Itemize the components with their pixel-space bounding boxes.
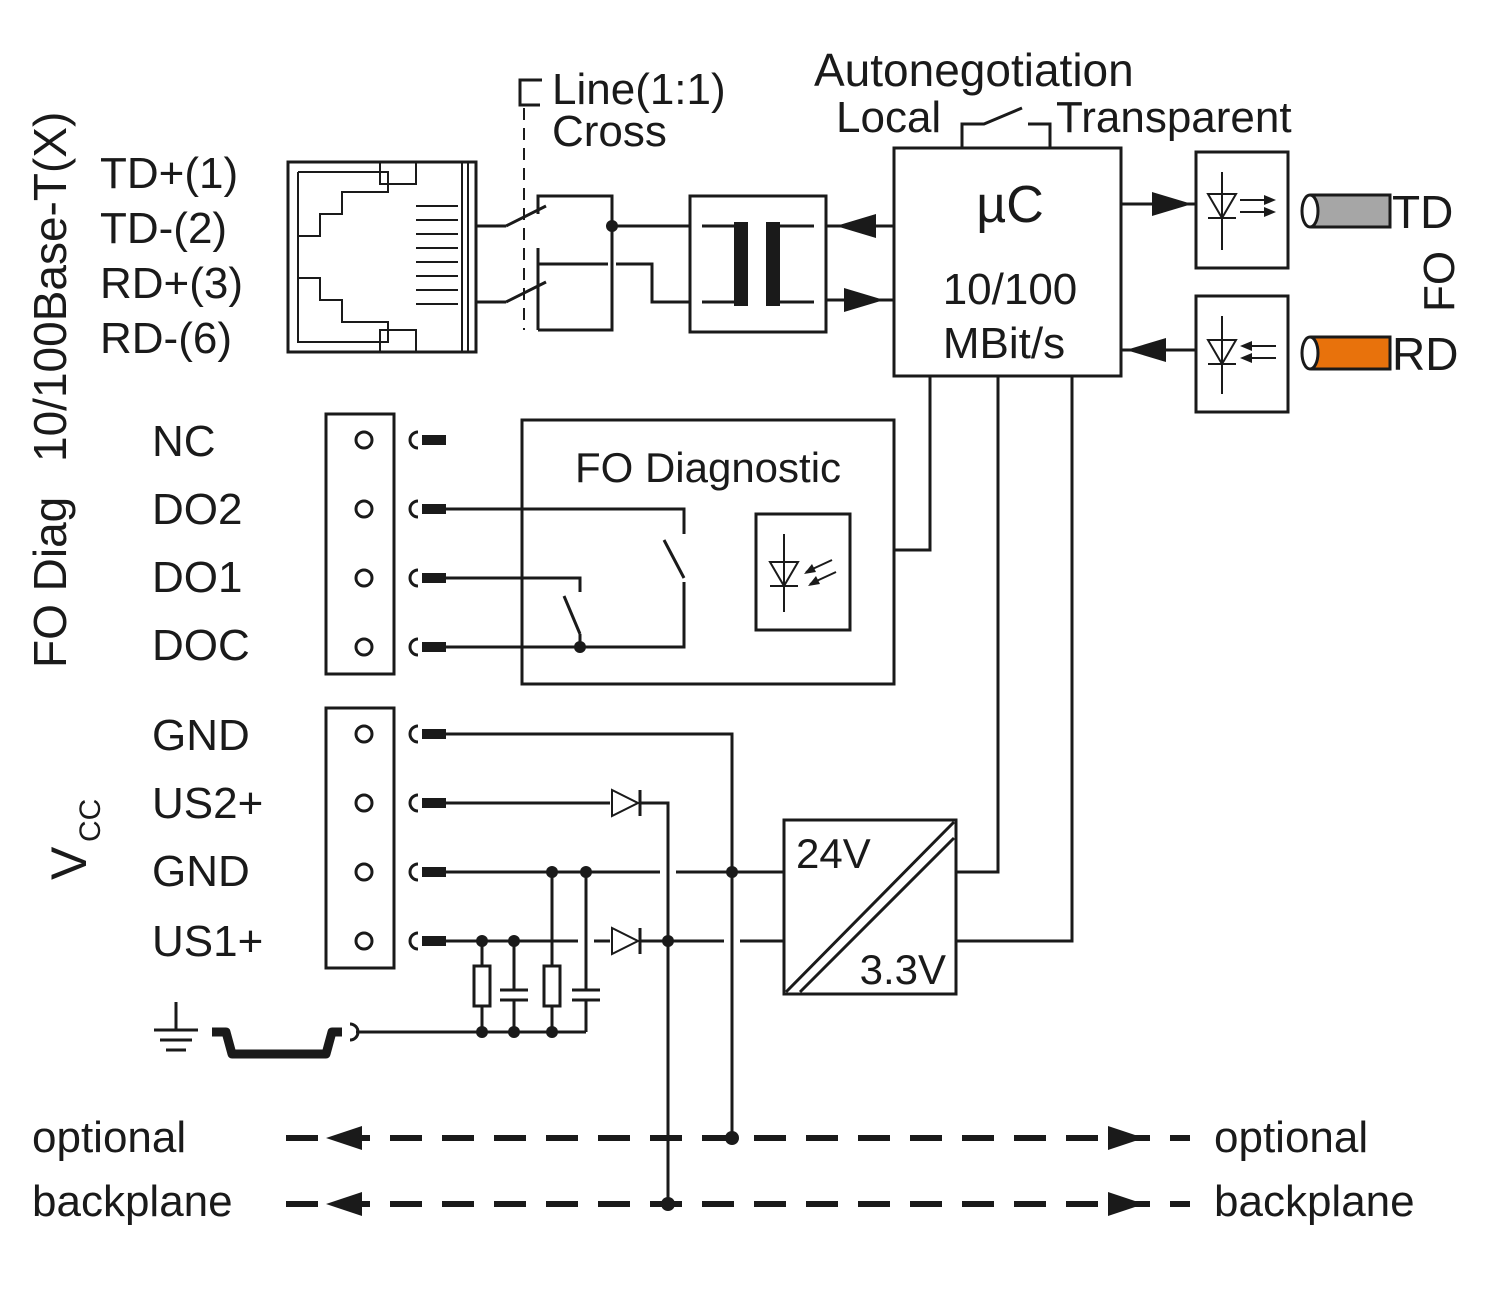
autoneg-switch <box>960 106 1052 148</box>
fo-diag-side-label: FO Diag <box>24 497 76 668</box>
pin-rd-minus-label: RD-(6) <box>100 314 232 363</box>
pin-rd-plus-label: RD+(3) <box>100 259 243 308</box>
switch-line-label: Line(1:1) <box>552 65 726 114</box>
backplane-right-label: backplane <box>1214 1177 1415 1226</box>
rail-3v3-wire <box>956 376 1074 943</box>
fo-rd-label: RD <box>1392 328 1458 380</box>
terminal-gnd1-label: GND <box>152 711 250 760</box>
optical-receiver <box>1194 294 1290 414</box>
converter-output-label: 3.3V <box>860 946 946 993</box>
fo-td-label: TD <box>1392 186 1453 238</box>
ground-icon <box>154 1002 198 1052</box>
fiber-rd-body <box>1310 335 1392 371</box>
terminal-doc-label: DOC <box>152 621 250 670</box>
fiber-rd <box>1300 335 1392 371</box>
power-wiring <box>446 732 784 1202</box>
backplane-bus <box>286 1126 1190 1216</box>
optional-right-label: optional <box>1214 1113 1368 1162</box>
din-rail-earth <box>154 1002 342 1059</box>
autoneg-title: Autonegotiation <box>814 44 1134 96</box>
microcontroller-block: µC 10/100 MBit/s <box>892 146 1123 378</box>
converter-input-label: 24V <box>796 830 871 877</box>
line-cross-switch <box>476 78 690 332</box>
terminal-block-power <box>324 706 446 970</box>
fo-side-label: FO <box>1415 251 1464 312</box>
terminal-block-diag <box>324 412 446 676</box>
uc-to-diag-wire <box>894 376 932 552</box>
switch-cross-label: Cross <box>552 107 667 156</box>
terminal-do2-label: DO2 <box>152 485 242 534</box>
uc-speed: 10/100 <box>943 265 1078 314</box>
optical-transmitter <box>1194 150 1290 270</box>
vcc-v-label: V <box>41 846 97 880</box>
terminal-gnd2-label: GND <box>152 847 250 896</box>
autoneg-transparent-label: Transparent <box>1056 93 1292 142</box>
fiber-td <box>1300 193 1392 229</box>
filter-network <box>349 872 600 1042</box>
vcc-label: V CC <box>41 799 107 880</box>
vcc-sub-label: CC <box>74 799 107 842</box>
fiber-td-body <box>1310 193 1392 229</box>
terminal-nc-label: NC <box>152 417 216 466</box>
backplane-left-label: backplane <box>32 1177 233 1226</box>
pin-td-minus-label: TD-(2) <box>100 204 227 253</box>
terminal-us2-label: US2+ <box>152 779 263 828</box>
ethernet-port-label: 10/100Base-T(X) <box>24 112 76 462</box>
terminal-us1-label: US1+ <box>152 917 263 966</box>
fo-diagnostic-title: FO Diagnostic <box>575 444 841 491</box>
rj45-jack <box>286 160 478 354</box>
dcdc-converter: 24V 3.3V <box>782 818 958 996</box>
pin-td-plus-label: TD+(1) <box>100 149 238 198</box>
optic-arrows <box>1121 192 1196 362</box>
rail-24v-wire <box>956 376 1000 874</box>
transformer <box>688 194 828 334</box>
fo-diagnostic-block: FO Diagnostic <box>446 418 896 686</box>
terminal-do1-label: DO1 <box>152 553 242 602</box>
uc-title: µC <box>976 176 1044 234</box>
optional-left-label: optional <box>32 1113 186 1162</box>
tx-rx-arrows <box>826 214 894 312</box>
uc-unit: MBit/s <box>943 319 1065 368</box>
autoneg-local-label: Local <box>836 93 941 142</box>
